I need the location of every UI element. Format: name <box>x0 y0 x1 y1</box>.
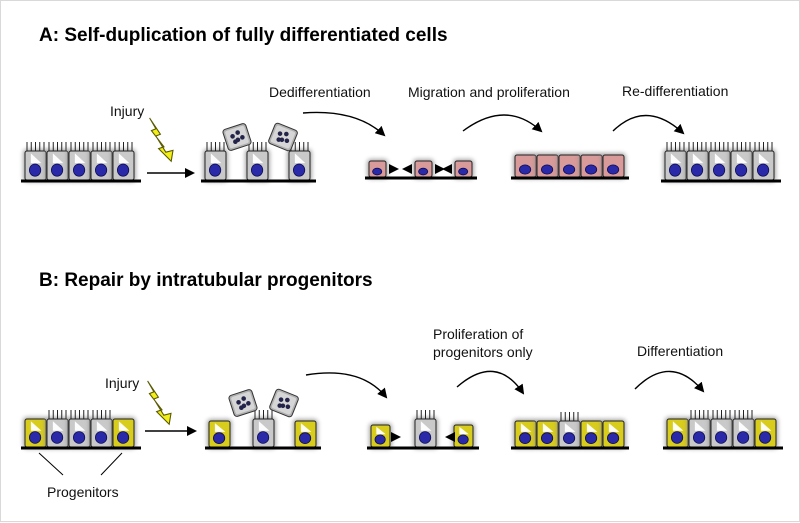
panel-b-progenitor-cell <box>535 419 560 449</box>
lightning-icon <box>147 380 172 426</box>
lightning-icon <box>149 117 174 163</box>
panel-a-restored-cell <box>663 142 688 182</box>
panel-a-step-redifferentiation: Re-differentiation <box>622 83 728 99</box>
panel-a-intact-cell <box>89 142 114 182</box>
panel-a-dediff-cell <box>413 159 434 179</box>
panel-a-proliferating-cell <box>513 153 538 179</box>
panel-a-intact-cell <box>67 142 92 182</box>
panel-b-progenitor-cell <box>23 417 48 449</box>
panel-b-differentiated-cell <box>413 410 438 449</box>
cell-debris-icon <box>228 389 258 417</box>
panel-b-progenitor-cell <box>452 423 475 449</box>
cells-layer <box>21 117 783 450</box>
panel-a-restored-cell <box>707 142 732 182</box>
migration-arrowhead <box>389 164 399 174</box>
panel-a-proliferating-cell <box>601 153 626 179</box>
panel-a-injured-cell <box>287 142 312 182</box>
panel-a-injury-label: Injury <box>110 103 144 119</box>
panel-b-differentiated-cell <box>67 410 92 449</box>
progenitor-pointer-right <box>100 452 123 476</box>
panel-b-progenitor-cell <box>601 419 626 449</box>
panel-a-title: A: Self-duplication of fully differentia… <box>39 25 448 46</box>
panel-a-rediff-arrow <box>612 114 685 135</box>
panel-b-progenitor-cell <box>207 419 232 449</box>
panel-b-progenitor-cell <box>111 417 136 449</box>
panel-a-migration-arrow <box>462 114 543 133</box>
panel-b-progenitor-cell <box>665 417 690 449</box>
migration-arrowhead <box>442 164 452 174</box>
panel-b-differentiation-arrow <box>634 370 705 393</box>
panel-a-step-dedifferentiation: Dedifferentiation <box>269 84 371 100</box>
progenitors-label: Progenitors <box>47 484 119 500</box>
migration-arrowhead <box>391 432 401 442</box>
cell-debris-icon <box>268 122 298 152</box>
panel-a-dediff-cell <box>453 159 474 179</box>
panel-a-proliferating-cell <box>535 153 560 179</box>
panel-a-intact-cell <box>45 142 70 182</box>
panel-b-progenitor-cell <box>513 419 538 449</box>
panel-b-progenitor-cell <box>369 423 392 449</box>
panel-a-dediff-cell <box>367 159 388 179</box>
panel-b-step-proliferation-line1: Proliferation of <box>433 326 523 342</box>
cell-debris-icon <box>269 388 299 418</box>
panel-b-step-differentiation: Differentiation <box>637 343 723 359</box>
migration-arrowhead <box>435 164 445 174</box>
panel-a-restored-cell <box>729 142 754 182</box>
panel-a-proliferating-cell <box>579 153 604 179</box>
panel-a-injured-cell <box>203 142 228 182</box>
panel-b-differentiated-cell <box>687 410 712 449</box>
panel-a-injured-cell <box>245 142 270 182</box>
panel-b-clear-arrow <box>305 372 388 399</box>
panel-b-injury-label: Injury <box>105 375 139 391</box>
panel-b-differentiated-cell <box>45 410 70 449</box>
migration-arrowhead <box>402 164 412 174</box>
panel-a-intact-cell <box>23 142 48 182</box>
panel-a-step-migration: Migration and proliferation <box>408 84 570 100</box>
panel-b-differentiated-cell <box>89 410 114 449</box>
panel-b-title: B: Repair by intratubular progenitors <box>39 270 373 291</box>
panel-a-dediff-arrow <box>302 111 386 137</box>
panel-a-proliferating-cell <box>557 153 582 179</box>
panel-b-step-proliferation-line2: progenitors only <box>433 344 533 360</box>
panel-b-progenitor-cell <box>579 419 604 449</box>
panel-b-differentiated-cell <box>557 412 582 449</box>
panel-b-differentiated-cell <box>251 410 276 449</box>
progenitor-pointer-left <box>38 452 64 476</box>
panel-b-progenitor-cell <box>293 419 318 449</box>
panel-a-restored-cell <box>685 142 710 182</box>
cell-debris-icon <box>222 123 252 151</box>
panel-a-restored-cell <box>751 142 776 182</box>
panel-b-progenitor-cell <box>753 417 778 449</box>
panel-b-differentiated-cell <box>731 410 756 449</box>
migration-arrowhead <box>445 432 455 442</box>
panel-b-proliferation-arrow <box>456 370 525 395</box>
panel-b-differentiated-cell <box>709 410 734 449</box>
panel-a-intact-cell <box>111 142 136 182</box>
